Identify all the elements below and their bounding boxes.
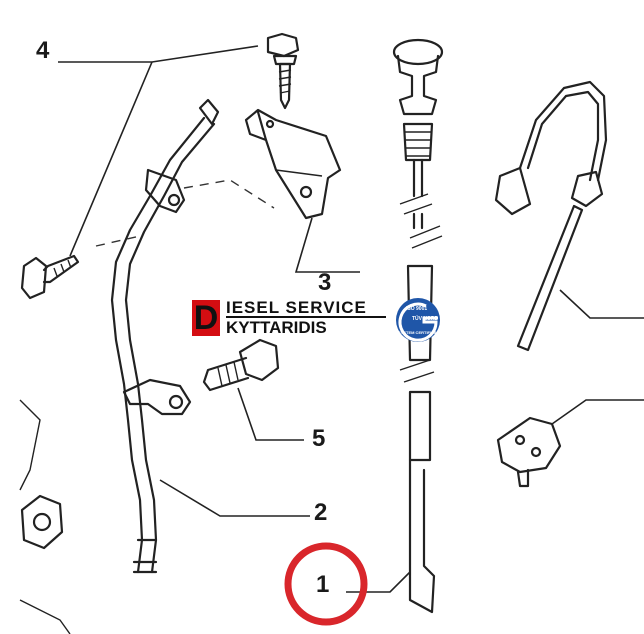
engine-block-outline <box>19 399 71 634</box>
sensor-with-cable <box>494 80 608 352</box>
callout-4-leaders <box>58 45 259 257</box>
logo-line-2: KYTTARIDIS <box>226 318 327 337</box>
part-2-guide-tube <box>110 98 220 574</box>
connector-leader <box>551 399 644 425</box>
certification-badge: ISO 9001 TÜV NORD SYSTEM CERTIFICATION <box>396 298 446 342</box>
callout-1: 1 <box>316 571 329 598</box>
callout-5-leader <box>237 387 304 441</box>
assembly-dash-lines <box>95 179 275 247</box>
part-5-bolt <box>202 338 280 392</box>
callout-3: 3 <box>318 269 331 296</box>
logo-rule <box>226 316 386 318</box>
logo-line-1: IESEL SERVICE <box>226 298 367 317</box>
badge-top-text: ISO 9001 <box>406 306 427 312</box>
callout-2: 2 <box>314 499 327 526</box>
part-4-bolt-left <box>20 254 80 300</box>
callout-1-leader <box>346 571 411 593</box>
callout-3-leader <box>294 217 360 273</box>
highlight-circle <box>284 542 368 626</box>
callout-2-leader <box>159 479 310 517</box>
logo-initial: D <box>192 299 220 337</box>
part-4-bolt-top <box>266 32 300 110</box>
callout-5: 5 <box>312 425 325 452</box>
connector-part <box>496 416 562 488</box>
watermark-logo: D IESEL SERVICE KYTTARIDIS ISO 9001 TÜV … <box>192 296 462 344</box>
badge-bottom-text: SYSTEM CERTIFICATION <box>398 330 446 335</box>
sensor-leader <box>559 289 644 319</box>
part-3-bracket <box>244 108 342 220</box>
badge-mid-text: TÜV NORD <box>412 315 439 322</box>
callout-4: 4 <box>36 37 50 64</box>
